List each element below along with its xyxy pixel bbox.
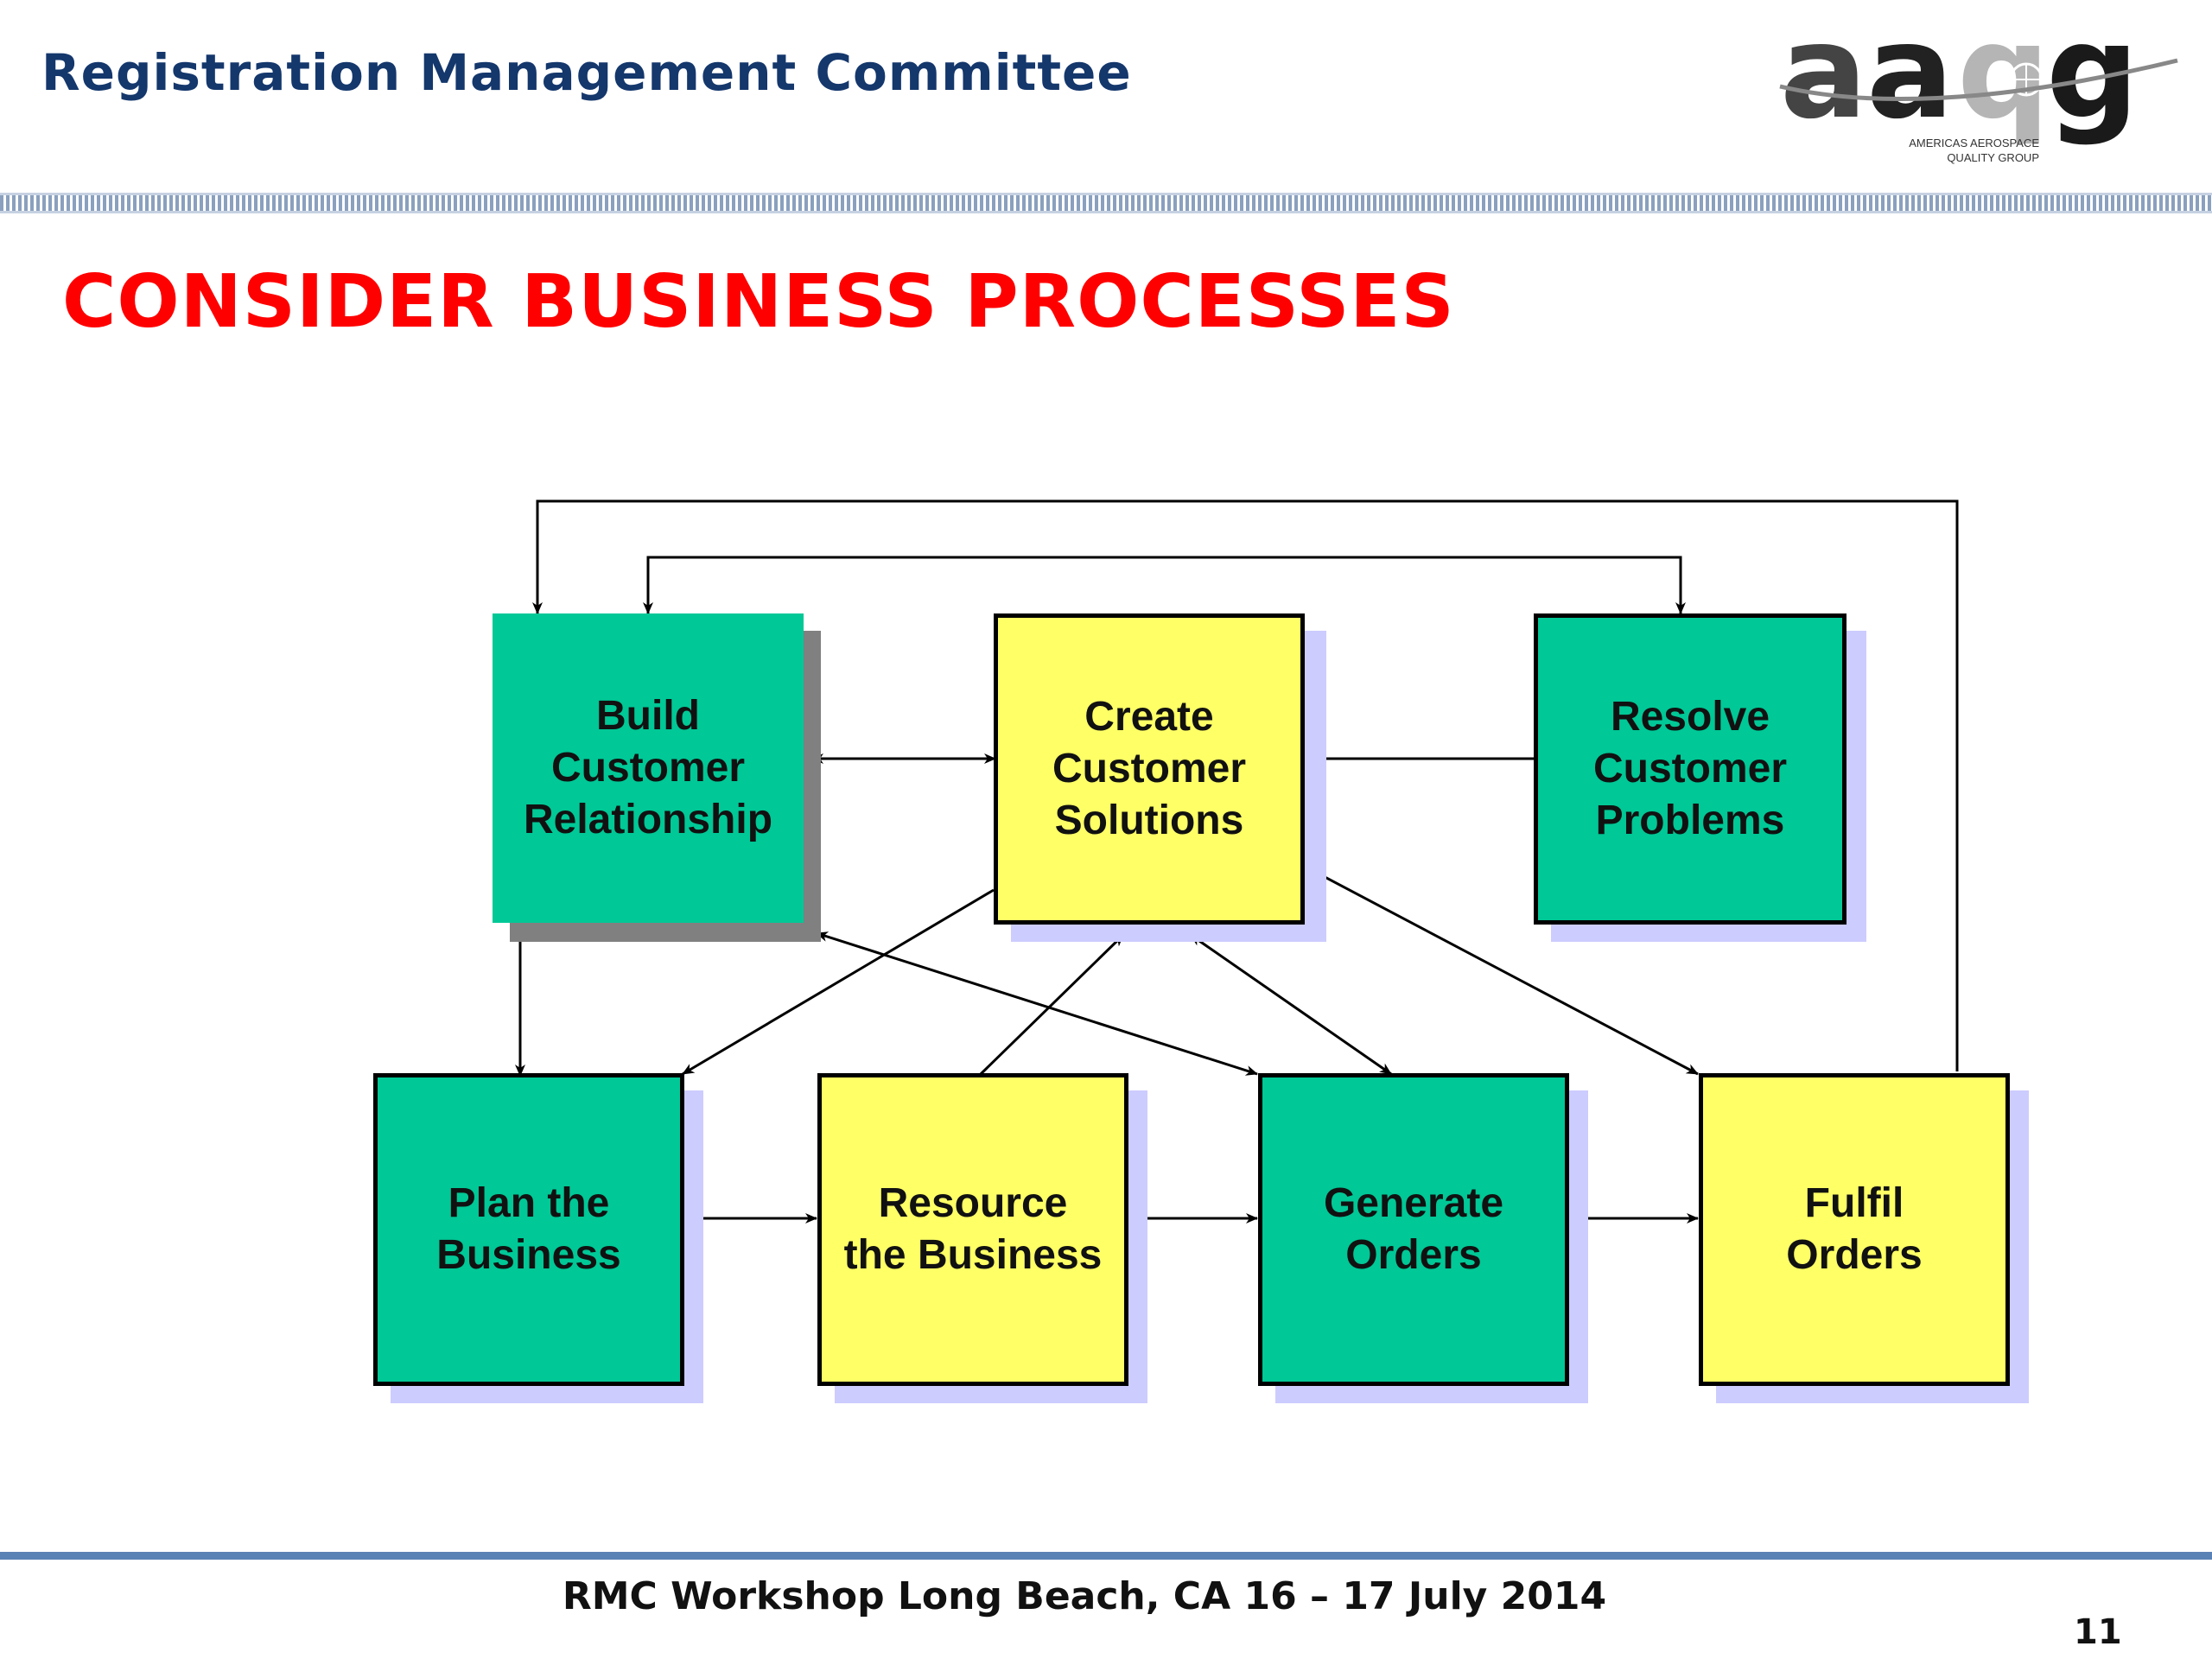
logo-subtitle-line2: QUALITY GROUP [1947,151,2039,164]
node-label-line: Build [596,693,700,739]
footer-text: RMC Workshop Long Beach, CA 16 – 17 July… [562,1574,1607,1618]
footer-divider [0,1552,2212,1560]
node-create-customer-solutions: Create Customer Solutions [994,613,1305,925]
node-label-line: Customer [550,745,746,791]
node-resource-the-business: Resource the Business [817,1073,1128,1386]
slide-title: CONSIDER BUSINESS PROCESSES [62,259,1455,345]
node-label-line: the Business [843,1232,1103,1278]
node-label-line: Business [436,1232,621,1278]
connector-build-resolve [643,556,1686,614]
node-label-line: Plan the [448,1180,610,1226]
node-label-line: Problems [1595,798,1785,843]
logo-letter-a1: a [1780,17,1867,148]
node-label-line: Customer [1592,746,1788,791]
page-number: 11 [2074,1612,2122,1652]
node-label-line: Fulfil [1804,1180,1904,1226]
node-label-line: Resolve [1610,694,1770,740]
node-build-customer-relationship: Build Customer Relationship [493,613,804,923]
node-label-line: Relationship [523,797,773,842]
logo-subtitle: AMERICAS AEROSPACE QUALITY GROUP [1892,136,2039,165]
node-label-line: Orders [1345,1232,1482,1278]
logo-subtitle-line1: AMERICAS AEROSPACE [1909,137,2039,149]
connector-fulfil-to-build [532,499,1959,1071]
logo-letter-a2: a [1866,17,1954,148]
node-label-line: Create [1084,694,1214,740]
header-title: Registration Management Committee [41,43,1132,102]
connector-build-generate [816,931,1258,1076]
connector-create-generate [1190,933,1392,1076]
node-plan-the-business: Plan the Business [373,1073,684,1386]
connector-resource-create [979,933,1125,1076]
node-label-line: Orders [1786,1232,1923,1278]
node-fulfil-orders: Fulfil Orders [1699,1073,2010,1386]
aaqg-logo: a a q g [1771,0,2195,173]
node-label-line: Generate [1323,1180,1504,1226]
node-generate-orders: Generate Orders [1258,1073,1569,1386]
node-label-line: Customer [1052,746,1247,791]
node-resolve-customer-problems: Resolve Customer Problems [1534,613,1847,925]
connector-create-fulfil [1313,869,1699,1076]
node-label-line: Solutions [1054,798,1244,843]
header-divider [0,193,2212,213]
node-label-line: Resource [878,1180,1068,1226]
logo-letter-q: q [1957,17,2050,148]
